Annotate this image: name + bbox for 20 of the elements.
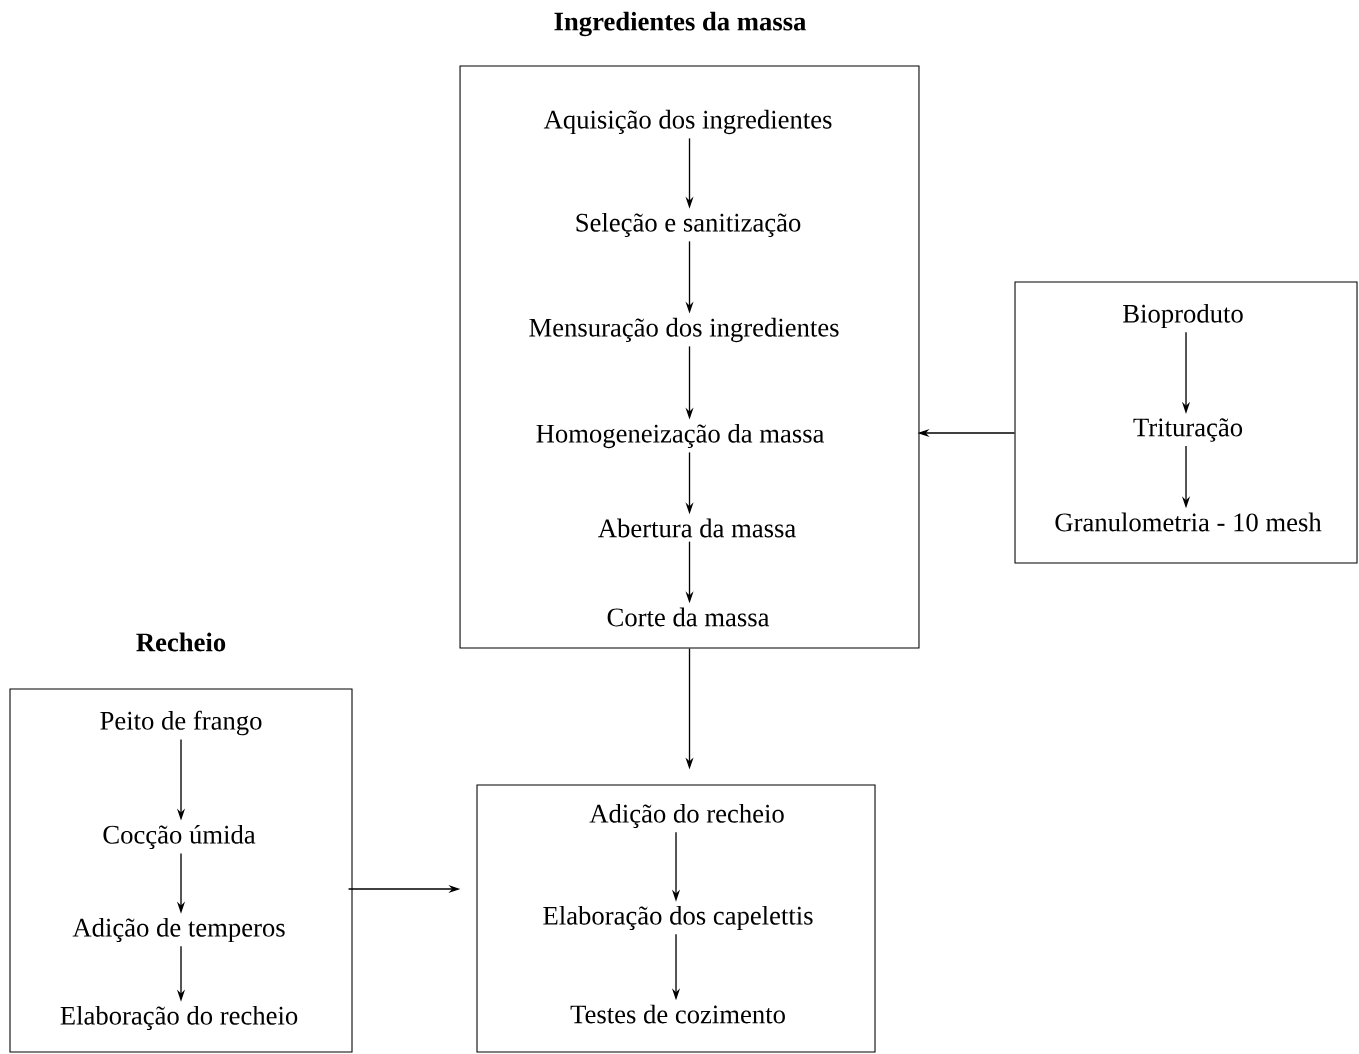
node-label: Ingredientes da massa xyxy=(554,11,806,37)
step-text: Adição de temperos xyxy=(72,917,285,943)
step-text: Peito de frango xyxy=(100,710,262,736)
process-box xyxy=(1014,281,1358,564)
step-text: Elaboração dos capelettis xyxy=(543,905,813,931)
step-text: Adição do recheio xyxy=(589,803,784,829)
step-text: Aquisição dos ingredientes xyxy=(543,109,832,135)
step-text: Cocção úmida xyxy=(103,824,256,850)
step-text: Corte da massa xyxy=(607,607,770,627)
step-text: Homogeneização da massa xyxy=(536,423,825,449)
step-text: Granulometria - 10 mesh xyxy=(1055,512,1322,532)
step-text: Elaboração do recheio xyxy=(60,1005,298,1031)
node-label: Recheio xyxy=(136,632,226,652)
step-text: Trituração xyxy=(1133,418,1243,442)
step-text: Seleção e sanitização xyxy=(576,212,801,238)
step-text: Bioproduto xyxy=(1123,303,1243,329)
process-box xyxy=(476,784,876,1053)
step-text: Abertura da massa xyxy=(598,518,796,538)
step-text: Testes de cozimento xyxy=(570,1004,785,1024)
step-text: Mensuração dos ingredientes xyxy=(529,317,839,343)
